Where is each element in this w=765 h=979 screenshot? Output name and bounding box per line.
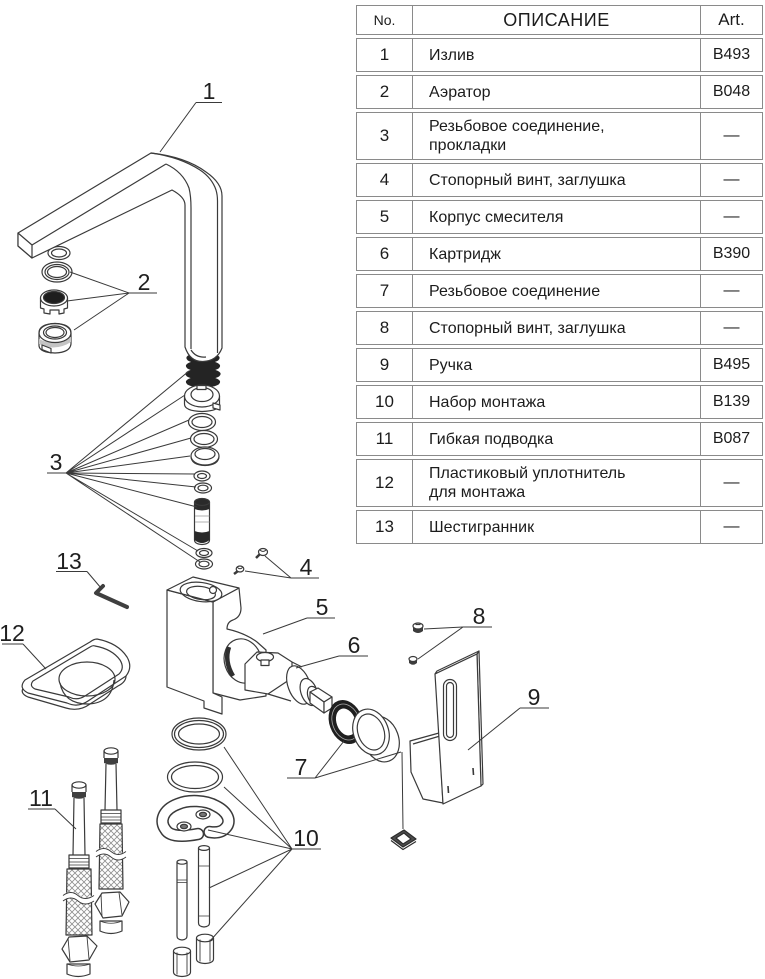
- cell-art: B390: [701, 237, 763, 271]
- cartridge: [244, 651, 333, 714]
- mixer-body: [166, 576, 267, 715]
- cell-art: —: [701, 510, 763, 544]
- set-screws-4: [233, 547, 269, 575]
- callout-label-9: 9: [528, 684, 541, 710]
- callout-label-12: 12: [0, 620, 25, 646]
- cell-art: B048: [701, 75, 763, 109]
- cell-description: Резьбовое соединение: [413, 274, 701, 308]
- cell-no: 2: [356, 75, 413, 109]
- callout-label-6: 6: [348, 632, 361, 658]
- callout-10: 10: [207, 746, 321, 942]
- cell-art: B493: [701, 38, 763, 72]
- callout-label-13: 13: [56, 548, 82, 574]
- cell-art: —: [701, 163, 763, 197]
- cell-no: 3: [356, 112, 413, 160]
- callout-5: 5: [262, 594, 335, 635]
- cell-no: 12: [356, 459, 413, 507]
- cell-no: 6: [356, 237, 413, 271]
- cell-description: Корпус смесителя: [413, 200, 701, 234]
- seal-stack: [183, 384, 221, 570]
- callout-2: 2: [66, 269, 157, 331]
- square-gasket: [390, 829, 417, 851]
- table-row: 9 Ручка B495: [356, 348, 763, 382]
- cell-description: Резьбовое соединение, прокладки: [413, 112, 701, 160]
- cell-description: Шестигранник: [413, 510, 701, 544]
- callout-label-10: 10: [293, 825, 319, 851]
- cell-description: Набор монтажа: [413, 385, 701, 419]
- callout-4: 4: [244, 554, 319, 580]
- cell-art: —: [701, 459, 763, 507]
- callout-label-4: 4: [300, 554, 313, 580]
- callout-12: 12: [0, 620, 47, 670]
- handle: [409, 650, 484, 805]
- threaded-rings: [328, 700, 400, 763]
- cell-description: Ручка: [413, 348, 701, 382]
- callout-label-11: 11: [29, 785, 53, 811]
- flexible-hoses: [61, 747, 130, 978]
- callout-label-2: 2: [138, 269, 151, 295]
- col-header-no: No.: [356, 5, 413, 35]
- cell-no: 13: [356, 510, 413, 544]
- callout-label-3: 3: [50, 449, 63, 475]
- cell-no: 1: [356, 38, 413, 72]
- callout-11: 11: [28, 785, 77, 830]
- handle-screws: [408, 622, 424, 665]
- callout-label-5: 5: [316, 594, 329, 620]
- callout-1: 1: [159, 78, 222, 153]
- col-header-description: ОПИСАНИЕ: [413, 5, 701, 35]
- aerator: [38, 261, 73, 354]
- table-row: 13 Шестигранник —: [356, 510, 763, 544]
- table-row: 8 Стопорный винт, заглушка —: [356, 311, 763, 345]
- callout-13: 13: [56, 548, 102, 589]
- callout-3: 3: [47, 370, 201, 563]
- cell-description: Стопорный винт, заглушка: [413, 311, 701, 345]
- table-row: 4 Стопорный винт, заглушка —: [356, 163, 763, 197]
- table-row: 6 Картридж B390: [356, 237, 763, 271]
- spout: [17, 152, 223, 388]
- table-row: 5 Корпус смесителя —: [356, 200, 763, 234]
- table-row: 10 Набор монтажа B139: [356, 385, 763, 419]
- cell-description: Гибкая подводка: [413, 422, 701, 456]
- cell-no: 7: [356, 274, 413, 308]
- callout-7: 7: [287, 740, 404, 830]
- table-row: 7 Резьбовое соединение —: [356, 274, 763, 308]
- callout-label-8: 8: [473, 603, 486, 629]
- cell-art: B087: [701, 422, 763, 456]
- cell-art: —: [701, 112, 763, 160]
- hex-key: [94, 584, 129, 609]
- callout-6: 6: [295, 632, 368, 669]
- cell-description: Стопорный винт, заглушка: [413, 163, 701, 197]
- table-row: 1 Излив B493: [356, 38, 763, 72]
- callout-label-1: 1: [203, 78, 216, 104]
- cell-art: —: [701, 200, 763, 234]
- cell-art: —: [701, 274, 763, 308]
- cell-no: 10: [356, 385, 413, 419]
- cell-no: 5: [356, 200, 413, 234]
- callouts: 1 2 3 4 5 6 7: [0, 78, 549, 942]
- cell-description: Аэратор: [413, 75, 701, 109]
- cell-art: B139: [701, 385, 763, 419]
- col-header-art: Art.: [701, 5, 763, 35]
- callout-9: 9: [467, 684, 549, 751]
- cell-description: Пластиковый уплотнитель для монтажа: [413, 459, 701, 507]
- cell-no: 8: [356, 311, 413, 345]
- cell-no: 9: [356, 348, 413, 382]
- cell-no: 4: [356, 163, 413, 197]
- cell-no: 11: [356, 422, 413, 456]
- parts-table: No. ОПИСАНИЕ Art. 1 Излив B493 2 Аэратор…: [356, 2, 763, 547]
- table-row: 12 Пластиковый уплотнитель для монтажа —: [356, 459, 763, 507]
- table-row: 3 Резьбовое соединение, прокладки —: [356, 112, 763, 160]
- mounting-kit: [156, 717, 235, 978]
- cell-description: Излив: [413, 38, 701, 72]
- cell-art: —: [701, 311, 763, 345]
- cell-description: Картридж: [413, 237, 701, 271]
- table-header-row: No. ОПИСАНИЕ Art.: [356, 5, 763, 35]
- callout-8: 8: [417, 603, 492, 660]
- callout-label-7: 7: [295, 754, 308, 780]
- table-row: 2 Аэратор B048: [356, 75, 763, 109]
- plastic-seal: [21, 638, 131, 710]
- cell-art: B495: [701, 348, 763, 382]
- table-row: 11 Гибкая подводка B087: [356, 422, 763, 456]
